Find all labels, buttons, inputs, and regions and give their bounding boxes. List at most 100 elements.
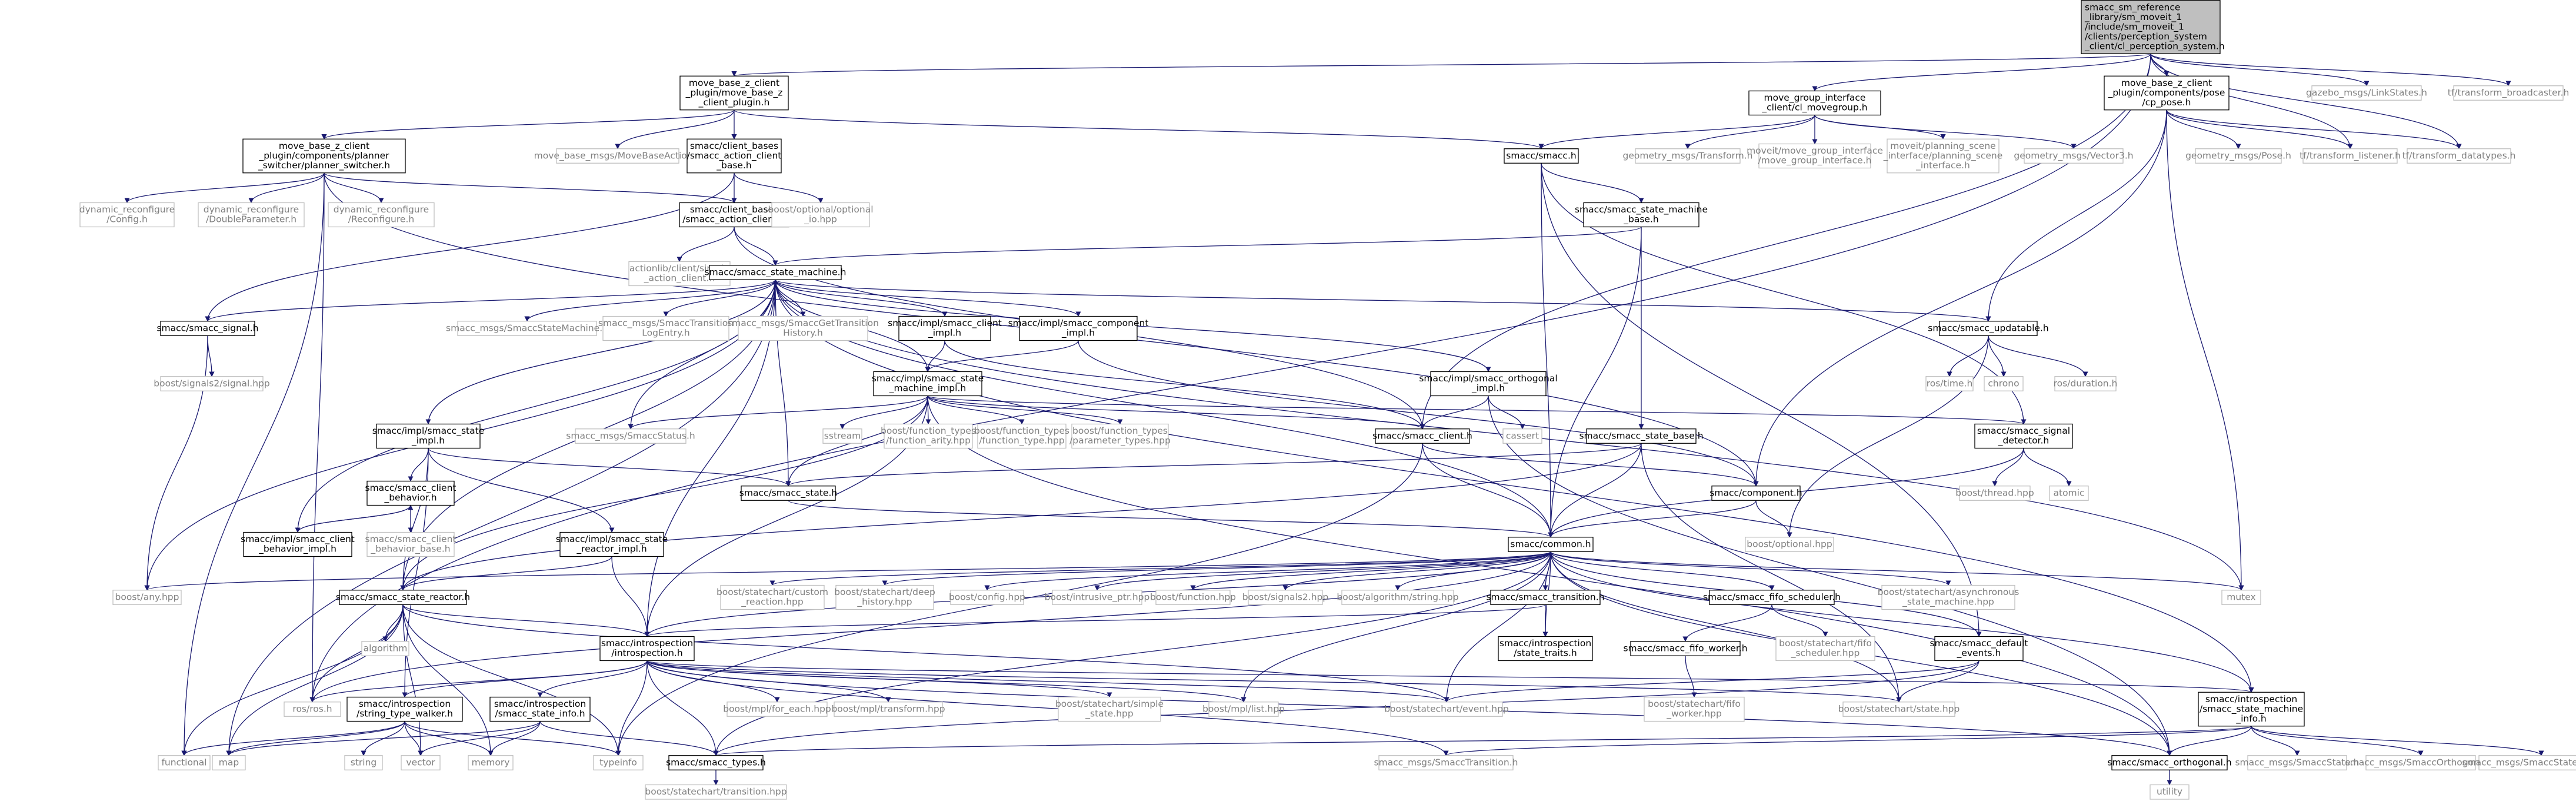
edge-pose-to-tfdatatypes (2166, 109, 2462, 149)
node-box (668, 755, 764, 770)
node-smacch[interactable]: smacc/smacc.h (1504, 148, 1579, 164)
node-string: string (344, 755, 383, 770)
node-label-line: _behavior_base.h (370, 544, 450, 555)
node-label-line: smacc/impl/smacc_client (241, 534, 355, 545)
node-reactorimpl[interactable]: smacc/impl/smacc_state_reactor_impl.h (556, 531, 668, 557)
edge-stateimpl-to-reactor (400, 448, 429, 591)
node-label-line: _interface.h (1915, 160, 1970, 171)
node-introspection[interactable]: smacc/introspection/introspection.h (599, 636, 695, 662)
node-label-line: smacc/smacc_client (365, 534, 456, 545)
node-label-line: _io.hpp (804, 214, 837, 225)
node-smtransition: smacc_msgs/SmaccTransition.h (1374, 755, 1518, 770)
node-label-line: _plugin/move_base_z (685, 87, 783, 98)
edge-smimpl-to-sigdetector (927, 395, 2026, 425)
edge-ssm-to-clientimpl (775, 280, 948, 317)
node-label-line: History.h (783, 328, 823, 338)
node-fifosched[interactable]: smacc/smacc_fifo_scheduler.h (1703, 590, 1841, 605)
node-box (2049, 486, 2089, 501)
node-client[interactable]: smacc/smacc_client.h (1372, 428, 1472, 444)
edge-defaultevents-to-bscstate (1896, 660, 1980, 703)
node-stateinfo[interactable]: smacc/introspection/smacc_state_info.h (489, 696, 591, 722)
edge-root-to-mgi (1812, 53, 2151, 92)
node-pose[interactable]: move_base_z_client_plugin/components/pos… (2104, 75, 2230, 111)
node-box (1504, 148, 1579, 164)
node-introtraits[interactable]: smacc/introspection/state_traits.h (1498, 636, 1593, 662)
node-label-line: boost/optional/optional (768, 204, 873, 215)
edge-stateimpl-to-reactorimpl (428, 448, 615, 533)
node-transition[interactable]: smacc/smacc_transition.h (1486, 590, 1605, 605)
node-tfdatatypes: tf/transform_datatypes.h (2402, 148, 2515, 164)
node-bfunction: boost/function.hpp (1150, 590, 1236, 605)
edge-ssm-to-updatable (775, 279, 1991, 322)
node-box (2453, 85, 2564, 101)
node-label-line: smacc/smacc_client.h (1372, 430, 1472, 441)
node-box (1842, 702, 1955, 717)
edge-introspection-to-smminfo (647, 660, 2254, 693)
node-box (599, 636, 695, 662)
edge-root-to-tfb (2150, 53, 2511, 87)
node-defaultevents[interactable]: smacc/smacc_default_events.h (1930, 636, 2028, 662)
node-stwalker[interactable]: smacc/introspection/string_type_walker.h (346, 696, 463, 722)
node-boostopt: boost/optional/optional_io.hpp (768, 202, 874, 228)
node-label-line: boost/statechart/deep (834, 587, 935, 597)
node-box (738, 315, 868, 341)
edge-updatable-to-rosduration (1988, 335, 2088, 377)
node-label-line: cassert (1506, 430, 1539, 441)
node-updatable[interactable]: smacc/smacc_updatable.h (1928, 321, 2049, 336)
edge-introspection-to-bscevent (647, 660, 1449, 703)
edge-statebase-to-common (1548, 443, 1642, 538)
node-smbase[interactable]: smacc/smacc_state_machine_base.h (1575, 202, 1708, 228)
edge-orthimpl-to-client (1419, 395, 1489, 430)
node-common[interactable]: smacc/common.h (1508, 537, 1594, 552)
node-label-line: _client_plugin.h (698, 97, 770, 108)
node-label-line: _client/cl_perception_system.h (2084, 41, 2225, 52)
edge-client-to-component (1422, 443, 1759, 487)
node-stateimpl[interactable]: smacc/impl/smacc_state_impl.h (372, 423, 484, 449)
node-label-line: smacc_msgs/SmaccOrthogonal.h (2345, 757, 2497, 768)
node-clientbehavior[interactable]: smacc/smacc_client_behavior.h (365, 480, 456, 506)
node-planner[interactable]: move_base_z_client_plugin/components/pla… (242, 138, 406, 174)
node-signal[interactable]: smacc/smacc_signal.h (156, 321, 259, 336)
node-tflistener: tf/transform_listener.h (2300, 148, 2401, 164)
node-cbaseac[interactable]: smacc/client_bases/smacc_action_client.h (679, 202, 789, 228)
edge-reactorimpl-to-reactor (400, 556, 612, 591)
edge-stateinfo-to-memory (488, 721, 541, 756)
node-mbc[interactable]: move_base_z_client_plugin/move_base_z_cl… (679, 75, 789, 111)
edge-root-to-tfdatatypes (2150, 54, 2462, 149)
node-reactor[interactable]: smacc/smacc_state_reactor.h (336, 590, 470, 605)
edge-smacch-to-smbase (1541, 163, 1644, 204)
edge-introspection-to-smtransition (647, 660, 1449, 756)
node-component[interactable]: smacc/component.h (1709, 486, 1802, 501)
node-cbase[interactable]: smacc/client_bases/smacc_action_client_b… (687, 138, 782, 174)
node-label-line: smacc/impl/smacc_state (556, 534, 668, 545)
edge-smacch-to-sigdetector (1541, 163, 2027, 425)
node-mgi[interactable]: move_group_interface_client/cl_movegroup… (1748, 90, 1881, 116)
node-root[interactable]: smacc_sm_reference_library/sm_moveit_1/i… (2081, 0, 2225, 54)
edge-fifoworker-to-bscfifoworker (1685, 656, 1697, 698)
node-cbbase: smacc/smacc_client_behavior_base.h (365, 531, 456, 557)
node-sigdetector[interactable]: smacc/smacc_signal_detector.h (1974, 423, 2073, 449)
node-label-line: memory (472, 757, 510, 767)
node-geotf: geometry_msgs/Transform.h (1622, 148, 1753, 164)
node-compimpl[interactable]: smacc/impl/smacc_component_impl.h (1008, 315, 1149, 341)
edge-common-to-bscevent (1444, 551, 1551, 703)
node-label-line: boost/statechart/transition.hpp (645, 786, 787, 797)
edge-defaultevents-to-bscevent (1444, 660, 1980, 703)
node-ssm[interactable]: smacc/smacc_state_machine.h (705, 265, 847, 280)
node-types[interactable]: smacc/smacc_types.h (666, 755, 766, 770)
edge-smminfo-to-orthogonal (2167, 726, 2252, 756)
node-orthimpl[interactable]: smacc/impl/smacc_orthogonal_impl.h (1419, 371, 1558, 397)
edge-smminfo-to-types (714, 726, 2252, 756)
edge-ssm-to-compimpl (775, 279, 1081, 317)
node-label-line: /parameter_types.hpp (1069, 436, 1171, 447)
node-smminfo[interactable]: smacc/introspection/smacc_state_machine_… (2198, 692, 2305, 727)
node-statebase[interactable]: smacc/smacc_state_base.h (1579, 428, 1704, 444)
node-cbimpl[interactable]: smacc/impl/smacc_client_behavior_impl.h (241, 531, 355, 557)
node-fifoworker[interactable]: smacc/smacc_fifo_worker.h (1623, 641, 1748, 656)
node-state[interactable]: smacc/smacc_state.h (739, 486, 837, 501)
node-clientimpl[interactable]: smacc/impl/smacc_client_impl.h (888, 315, 1002, 341)
node-label-line: _impl.h (928, 328, 961, 339)
node-box (2247, 755, 2347, 770)
node-smimpl[interactable]: smacc/impl/smacc_state_machine_impl.h (872, 371, 984, 397)
node-orthogonal[interactable]: smacc/smacc_orthogonal.h (2107, 755, 2232, 770)
